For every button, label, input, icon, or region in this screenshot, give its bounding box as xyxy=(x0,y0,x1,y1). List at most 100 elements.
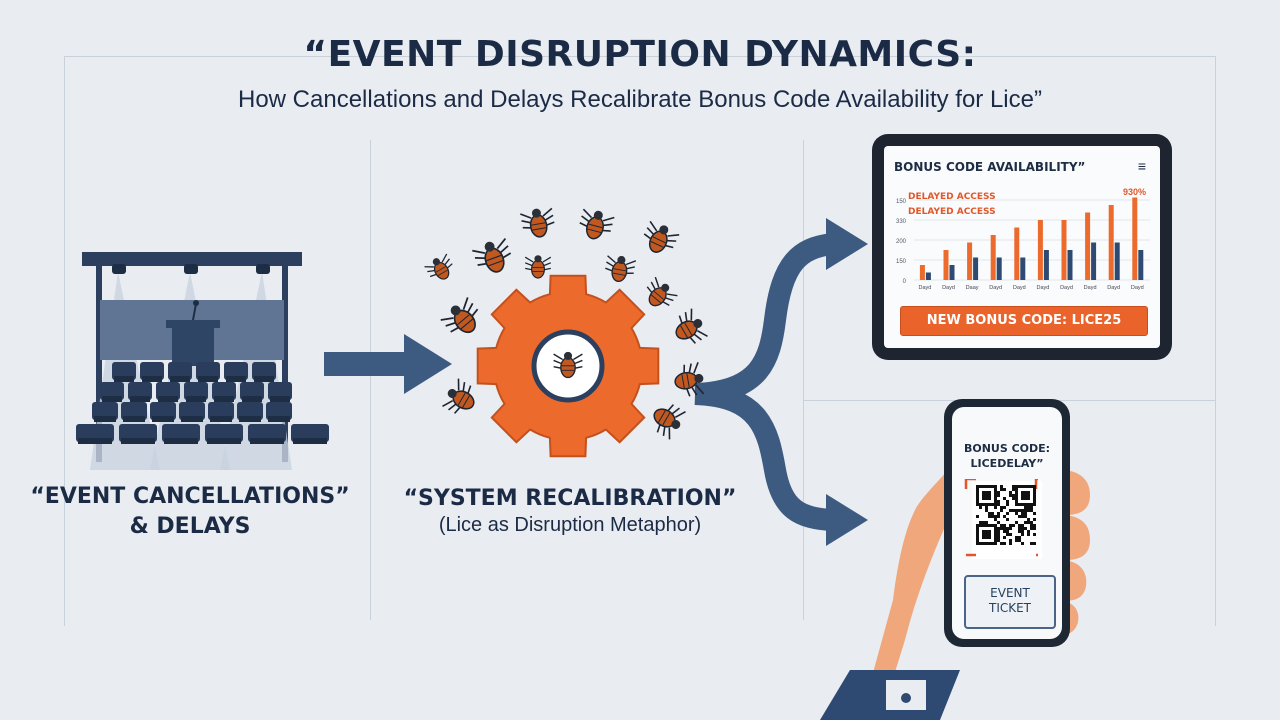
qr-module xyxy=(1012,524,1015,527)
qr-module xyxy=(1009,527,1012,530)
qr-module xyxy=(1024,506,1027,509)
event-ticket[interactable]: EVENT TICKET xyxy=(964,575,1056,629)
phone-device: BONUS CODE: LICEDELAY” EVENT TICKET xyxy=(944,399,1070,647)
percent-label: 930% xyxy=(1122,187,1146,197)
qr-module xyxy=(997,515,1000,518)
qr-module xyxy=(1018,527,1021,530)
qr-module xyxy=(1009,509,1012,512)
seat-base xyxy=(164,438,198,444)
qr-module xyxy=(988,512,991,515)
qr-code-icon[interactable] xyxy=(952,479,1062,569)
louse-icon xyxy=(646,276,678,307)
qr-module xyxy=(1021,515,1024,518)
qr-module xyxy=(1006,512,1009,515)
lice-swarm xyxy=(424,207,708,440)
y-tick-label: 330 xyxy=(896,219,907,225)
qr-module xyxy=(1024,515,1027,518)
tablet-device: BONUS CODE AVAILABILITY” ≡ DELAYED ACCES… xyxy=(872,134,1172,360)
qr-module xyxy=(1033,512,1036,515)
qr-module xyxy=(1021,533,1024,536)
qr-module xyxy=(979,521,982,524)
qr-module xyxy=(1012,488,1015,491)
seat-base xyxy=(114,376,134,382)
seat xyxy=(162,424,200,442)
qr-module xyxy=(1003,536,1006,539)
seat-base xyxy=(130,396,150,402)
y-tick-label: 0 xyxy=(903,279,907,285)
louse-icon xyxy=(643,220,680,253)
caption-lice-metaphor: (Lice as Disruption Metaphor) xyxy=(438,514,702,536)
seat xyxy=(76,424,114,442)
qr-module xyxy=(1018,515,1021,518)
seat xyxy=(208,402,234,420)
seat xyxy=(128,382,152,400)
qr-module xyxy=(1006,533,1009,536)
louse-icon xyxy=(472,238,512,273)
frame-top-line xyxy=(64,56,1216,57)
seat xyxy=(156,382,180,400)
qr-module xyxy=(1030,527,1033,530)
bar xyxy=(1085,212,1091,280)
caption-left-line1: “EVENT CANCELLATIONS” xyxy=(30,484,350,509)
louse-icon xyxy=(424,253,453,280)
seat-base xyxy=(158,396,178,402)
qr-finder-core xyxy=(1021,491,1030,500)
seat-base xyxy=(254,376,274,382)
louse-icon xyxy=(674,362,705,397)
seat xyxy=(92,402,118,420)
seat-base xyxy=(170,376,190,382)
seat-base xyxy=(239,416,261,422)
qr-module xyxy=(1003,515,1006,518)
qr-module xyxy=(1024,509,1027,512)
qr-module xyxy=(997,539,1000,542)
phone-bonus-code: BONUS CODE: LICEDELAY” xyxy=(952,441,1062,471)
qr-module xyxy=(994,515,997,518)
qr-module xyxy=(1030,521,1033,524)
seat-base xyxy=(250,438,284,444)
bar xyxy=(973,257,979,280)
seat-base xyxy=(152,416,174,422)
menu-icon[interactable]: ≡ xyxy=(1137,158,1146,174)
seat xyxy=(268,382,292,400)
seat-base xyxy=(121,438,155,444)
delayed-access-label-1: DELAYED ACCESS xyxy=(908,192,996,202)
seat xyxy=(179,402,205,420)
seat xyxy=(121,402,147,420)
seat-base xyxy=(270,396,290,402)
bar xyxy=(1020,257,1026,280)
qr-module xyxy=(1009,524,1012,527)
qr-module xyxy=(997,500,1000,503)
qr-module xyxy=(997,512,1000,515)
auditorium-seats xyxy=(76,362,329,444)
louse-icon xyxy=(675,308,708,344)
qr-module xyxy=(985,506,988,509)
qr-module xyxy=(1003,506,1006,509)
qr-module xyxy=(1015,512,1018,515)
caption-system-recalibration: “SYSTEM RECALIBRATION” xyxy=(403,486,737,511)
qr-module xyxy=(1018,530,1021,533)
qr-module xyxy=(1018,536,1021,539)
seat xyxy=(184,382,208,400)
bar xyxy=(1132,197,1138,280)
bar xyxy=(1091,242,1097,280)
seat xyxy=(140,362,164,380)
qr-module xyxy=(985,509,988,512)
qr-module xyxy=(1006,518,1009,521)
seat-base xyxy=(142,376,162,382)
bar xyxy=(967,242,973,280)
qr-module xyxy=(1009,539,1012,542)
qr-module xyxy=(1027,509,1030,512)
qr-module xyxy=(1021,509,1024,512)
seat xyxy=(237,402,263,420)
qr-corner xyxy=(964,479,976,489)
x-tick-label: Dayd xyxy=(989,285,1002,291)
louse-icon xyxy=(520,207,555,238)
new-bonus-code-button[interactable]: NEW BONUS CODE: LICE25 xyxy=(900,306,1148,336)
qr-module xyxy=(1000,509,1003,512)
qr-module xyxy=(1021,512,1024,515)
seat xyxy=(150,402,176,420)
qr-module xyxy=(1000,506,1003,509)
arrow-right-1 xyxy=(324,334,452,394)
qr-module xyxy=(1027,506,1030,509)
